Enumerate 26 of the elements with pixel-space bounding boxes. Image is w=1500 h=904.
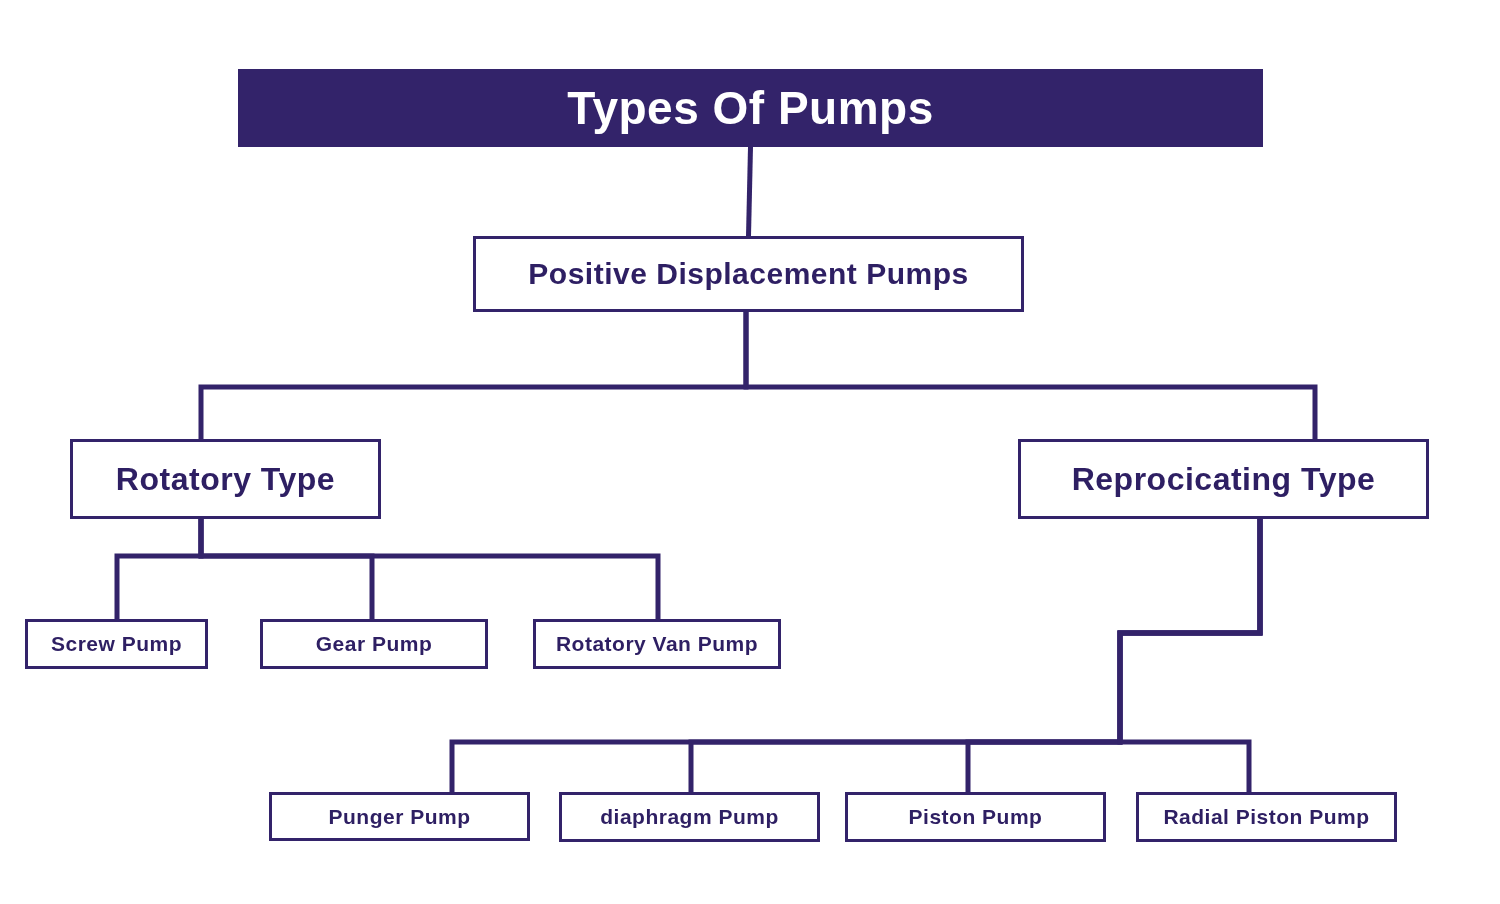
category-box — [1136, 792, 1397, 842]
node-label: diaphragm Pump — [600, 805, 779, 829]
node-label: Rotatory Van Pump — [555, 632, 759, 656]
category-box — [533, 619, 781, 669]
category-box — [1018, 439, 1429, 519]
category-box — [559, 792, 820, 842]
node-label: Reprocicating Type — [1071, 460, 1376, 498]
node-label: Positive Displacement Pumps — [528, 257, 969, 291]
connector-line — [746, 146, 753, 237]
node-label: Types Of Pumps — [567, 81, 934, 135]
category-box — [845, 792, 1106, 842]
category-box — [269, 792, 530, 841]
connector-line — [743, 312, 1318, 439]
category-box — [25, 619, 208, 669]
connector-line — [198, 519, 661, 619]
title-box — [238, 69, 1263, 147]
node-label: Radial Piston Pump — [1163, 805, 1370, 829]
category-box — [70, 439, 381, 519]
category-box — [473, 236, 1024, 312]
node-label: Gear Pump — [315, 632, 433, 656]
connector-line — [1117, 519, 1263, 792]
node-label: Screw Pump — [50, 632, 182, 656]
node-label: Punger Pump — [328, 804, 471, 829]
node-label: Piston Pump — [908, 805, 1043, 829]
node-label: Rotatory Type — [115, 460, 336, 498]
category-box — [260, 619, 488, 669]
